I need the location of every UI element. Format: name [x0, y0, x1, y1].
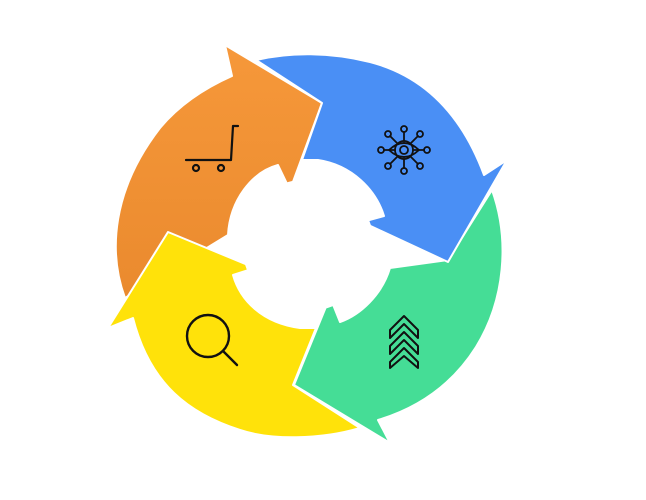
chevrons-up-icon	[389, 315, 419, 369]
yellow-arrow-segment	[107, 231, 361, 439]
magnifying-glass-icon	[185, 313, 239, 367]
eye-network-icon	[377, 125, 431, 175]
blue-arrow-segment	[255, 53, 508, 263]
center-hole	[242, 179, 374, 311]
green-arrow-segment	[293, 189, 504, 444]
cart-icon	[184, 124, 240, 173]
